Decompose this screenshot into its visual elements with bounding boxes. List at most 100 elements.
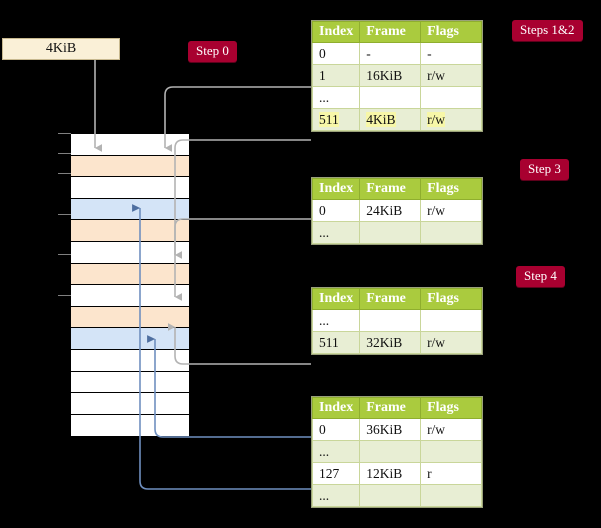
source-frame-box: 4KiB bbox=[2, 38, 120, 60]
table-row: 0 - - bbox=[311, 42, 482, 65]
memory-grid-row bbox=[71, 220, 189, 242]
cell-text: 32KiB bbox=[366, 334, 403, 350]
table-row: ... bbox=[311, 440, 482, 463]
column-header-index: Index bbox=[311, 288, 361, 310]
cell-text: r/w bbox=[427, 67, 446, 83]
column-header-flags: Flags bbox=[420, 21, 482, 43]
table-cell: ... bbox=[311, 484, 361, 507]
memory-grid-row bbox=[71, 393, 189, 415]
memory-grid-row bbox=[71, 134, 189, 156]
table-cell bbox=[359, 86, 422, 109]
column-header-frame: Frame bbox=[359, 178, 422, 200]
cell-text: 12KiB bbox=[366, 465, 403, 481]
cell-text: ... bbox=[319, 443, 330, 459]
table-row: ... bbox=[311, 221, 482, 244]
table-row: ... bbox=[311, 309, 482, 332]
memory-grid-row bbox=[71, 177, 189, 199]
table-cell: 0 bbox=[311, 199, 361, 222]
table-cell: ... bbox=[311, 440, 361, 463]
table-cell: r/w bbox=[420, 418, 482, 441]
table-row: 0 36KiB r/w bbox=[311, 418, 482, 441]
wire-step4 bbox=[168, 323, 311, 365]
table-cell: r/w bbox=[420, 64, 482, 87]
table-cell: r/w bbox=[420, 331, 482, 354]
table-cell: 12KiB bbox=[359, 462, 422, 485]
table-cell: 4KiB bbox=[359, 108, 422, 131]
memory-grid-row bbox=[71, 241, 189, 264]
table-row: ... bbox=[311, 86, 482, 109]
table-cell: r/w bbox=[420, 199, 482, 222]
table-cell bbox=[420, 440, 482, 463]
table-cell bbox=[420, 86, 482, 109]
badge-label: Steps 1&2 bbox=[520, 22, 575, 37]
table-cell: - bbox=[359, 42, 422, 65]
column-header-flags: Flags bbox=[420, 397, 482, 419]
cell-text: r bbox=[427, 465, 432, 481]
source-frame-label: 4KiB bbox=[45, 41, 77, 56]
badge-label: Step 0 bbox=[196, 43, 229, 58]
memory-grid-tick bbox=[58, 133, 71, 134]
table-cell bbox=[359, 221, 422, 244]
memory-grid-tick bbox=[58, 294, 71, 296]
memory-grid-row bbox=[71, 155, 189, 178]
table-cell bbox=[359, 309, 422, 332]
table-row: 0 24KiB r/w bbox=[311, 199, 482, 222]
cell-text: 4KiB bbox=[366, 111, 396, 127]
column-header-frame: Frame bbox=[359, 397, 422, 419]
cell-text: ... bbox=[319, 312, 330, 328]
memory-grid-row bbox=[71, 349, 189, 372]
table-cell: 0 bbox=[311, 418, 361, 441]
cell-text: 1 bbox=[319, 67, 326, 83]
memory-grid-row bbox=[71, 328, 189, 350]
table-cell: 16KiB bbox=[359, 64, 422, 87]
table-cell: - bbox=[420, 42, 482, 65]
physical-memory-grid bbox=[70, 133, 190, 437]
memory-grid-tick bbox=[58, 153, 71, 155]
column-header-flags: Flags bbox=[420, 288, 482, 310]
cell-text: 24KiB bbox=[366, 202, 403, 218]
table-cell: ... bbox=[311, 309, 361, 332]
cell-text: 0 bbox=[319, 421, 326, 437]
column-header-frame: Frame bbox=[359, 21, 422, 43]
badge-steps-1-2: Steps 1&2 bbox=[512, 20, 583, 41]
cell-text: ... bbox=[319, 224, 330, 240]
memory-grid-row bbox=[71, 263, 189, 286]
memory-grid-row bbox=[71, 306, 189, 329]
wire-l4-511 bbox=[174, 139, 311, 259]
memory-grid-tick bbox=[58, 213, 71, 215]
table-row: 1 16KiB r/w bbox=[311, 64, 482, 87]
table-row: 127 12KiB r bbox=[311, 462, 482, 485]
memory-grid-row bbox=[71, 414, 189, 437]
badge-step-3: Step 3 bbox=[520, 159, 569, 180]
cell-text: 511 bbox=[319, 334, 339, 350]
table-cell: 32KiB bbox=[359, 331, 422, 354]
cell-text: 16KiB bbox=[366, 67, 403, 83]
table-cell bbox=[420, 309, 482, 332]
memory-grid-row bbox=[71, 285, 189, 307]
wire-step3 bbox=[174, 218, 311, 256]
cell-text: r/w bbox=[427, 202, 446, 218]
table-cell: r bbox=[420, 462, 482, 485]
cell-text: 127 bbox=[319, 465, 340, 481]
cell-text: 36KiB bbox=[366, 421, 403, 437]
table-cell bbox=[420, 221, 482, 244]
cell-text: - bbox=[366, 45, 371, 61]
badge-step-0: Step 0 bbox=[188, 41, 237, 62]
column-header-index: Index bbox=[311, 397, 361, 419]
cell-text: 0 bbox=[319, 45, 326, 61]
table-cell: 511 bbox=[311, 108, 361, 131]
table-cell: 36KiB bbox=[359, 418, 422, 441]
table-cell: 24KiB bbox=[359, 199, 422, 222]
cell-text: 0 bbox=[319, 202, 326, 218]
cell-text: r/w bbox=[427, 421, 446, 437]
table-row: 511 32KiB r/w bbox=[311, 331, 482, 354]
table-cell: r/w bbox=[420, 108, 482, 131]
